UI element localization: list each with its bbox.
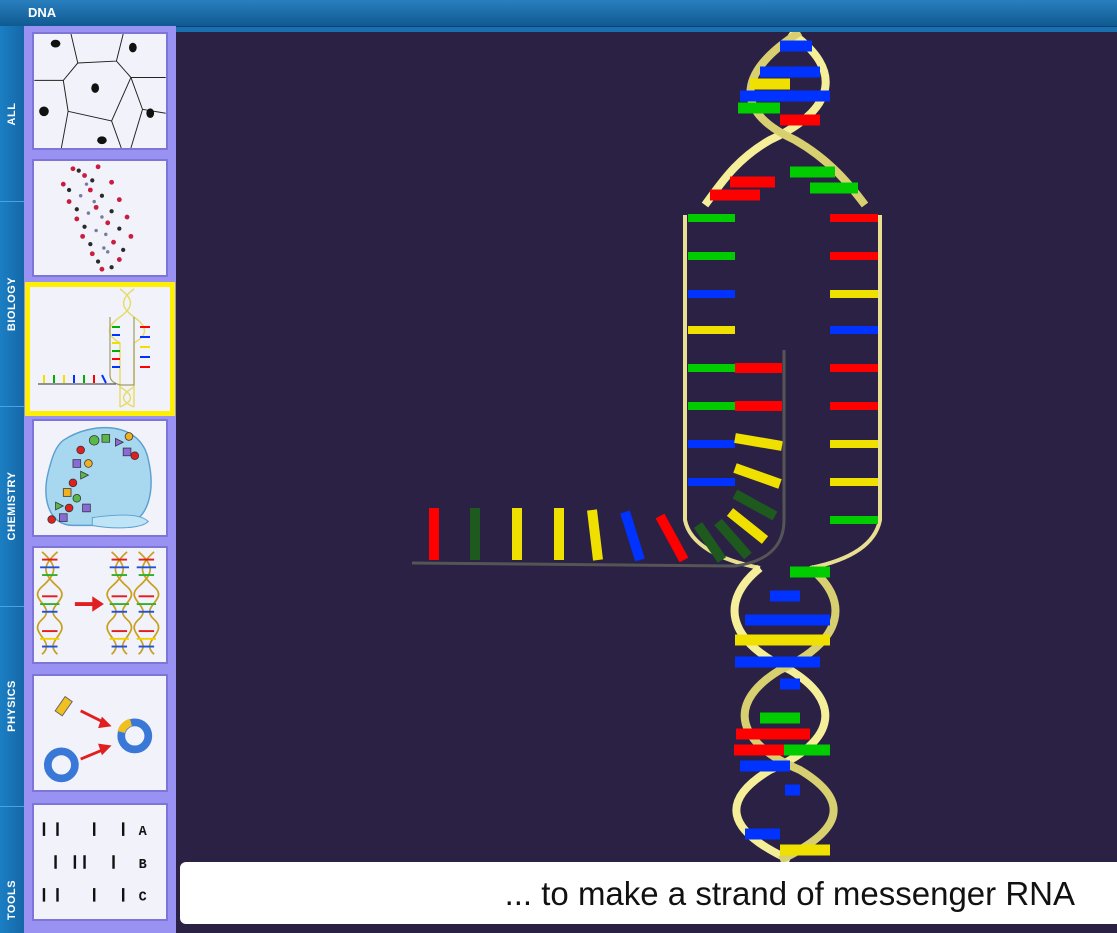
mrna-strand (429, 508, 689, 563)
thumbnail-dna-replication[interactable] (32, 546, 168, 664)
tab-biology[interactable]: BIOLOGY (6, 276, 18, 331)
caption-text: ... to make a strand of messenger RNA (504, 875, 1075, 912)
caption-panel: ... to make a strand of messenger RNA (180, 862, 1117, 924)
seq-label-a: A (139, 825, 148, 840)
tab-divider (0, 806, 24, 807)
category-tabs: ALL BIOLOGY CHEMISTRY PHYSICS TOOLS (0, 26, 24, 933)
thumbnail-sidebar: A B C (24, 26, 176, 933)
window-title: DNA (28, 5, 57, 20)
transcription-icon (38, 288, 150, 408)
thumbnail-sequence-alignment[interactable]: A B C (32, 803, 168, 921)
protein-icon (45, 426, 152, 529)
arrow-icon (74, 596, 104, 612)
dna-molecule-icon (60, 164, 134, 272)
tab-divider (0, 406, 24, 407)
transcription-bubble (411, 214, 882, 570)
tab-tools[interactable]: TOOLS (6, 879, 18, 920)
tab-chemistry[interactable]: CHEMISTRY (6, 471, 18, 541)
thumbnail-cells[interactable] (32, 32, 168, 150)
tab-all[interactable]: ALL (6, 102, 18, 125)
seq-label-c: C (139, 891, 147, 906)
cells-icon (34, 34, 166, 148)
replication-icon (36, 551, 160, 655)
dna-transcription-viewport[interactable] (176, 32, 1117, 933)
dna-transcription-scene (411, 32, 882, 864)
alignment-icon: A B C (42, 822, 148, 906)
tab-divider (0, 606, 24, 607)
binding-icon (43, 695, 153, 783)
thumbnail-dna-transcription[interactable] (25, 282, 175, 416)
seq-label-b: B (139, 858, 147, 873)
tab-divider (0, 201, 24, 202)
thumbnail-protein-synthesis[interactable] (32, 419, 168, 537)
title-bar: DNA (0, 0, 1117, 27)
upper-helix (701, 32, 869, 208)
thumbnail-molecule-binding[interactable] (32, 674, 168, 792)
lower-helix (730, 564, 840, 864)
thumbnail-dna-molecule[interactable] (32, 159, 168, 277)
tab-physics[interactable]: PHYSICS (6, 680, 18, 732)
